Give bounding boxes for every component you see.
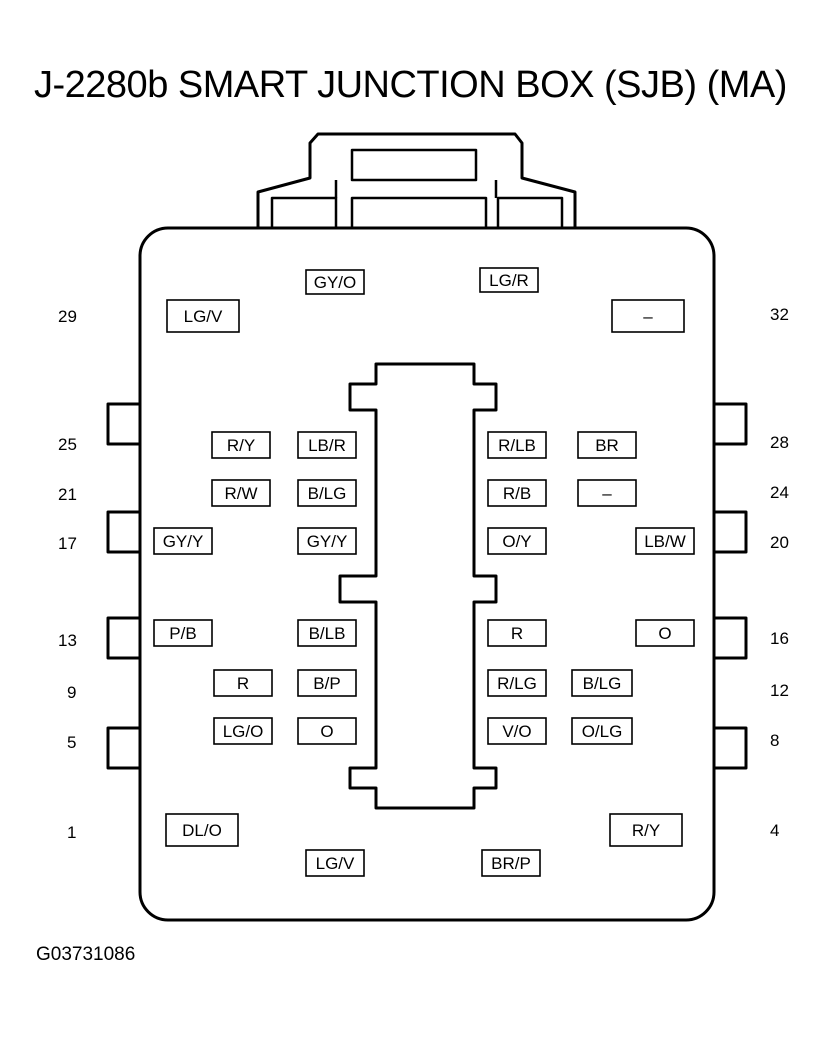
svg-text:BR/P: BR/P bbox=[491, 854, 531, 873]
svg-text:R/LG: R/LG bbox=[497, 674, 537, 693]
wire-label: LG/V bbox=[305, 849, 365, 877]
wire-label: LG/R bbox=[479, 267, 539, 293]
svg-text:GY/Y: GY/Y bbox=[307, 532, 348, 551]
svg-text:LG/V: LG/V bbox=[316, 854, 355, 873]
wire-label: LG/V bbox=[166, 299, 240, 333]
pin-number: 9 bbox=[67, 683, 76, 702]
wire-label: O bbox=[635, 619, 695, 647]
junction-box-body bbox=[138, 226, 716, 922]
svg-text:GY/O: GY/O bbox=[314, 273, 357, 292]
svg-text:O/Y: O/Y bbox=[502, 532, 531, 551]
center-cutout bbox=[338, 362, 498, 810]
svg-text:B/LG: B/LG bbox=[308, 484, 347, 503]
connector-housing bbox=[256, 132, 577, 234]
pin-number: 32 bbox=[770, 305, 789, 324]
pin-number: 28 bbox=[770, 433, 789, 452]
wire-label: P/B bbox=[153, 619, 213, 647]
svg-text:O/LG: O/LG bbox=[582, 722, 623, 741]
wire-label: GY/Y bbox=[297, 527, 357, 555]
svg-text:O: O bbox=[658, 624, 671, 643]
svg-text:LB/W: LB/W bbox=[644, 532, 686, 551]
svg-text:–: – bbox=[643, 307, 653, 326]
svg-text:R/B: R/B bbox=[503, 484, 531, 503]
right-pin-numbers: 32 28 24 20 16 12 8 4 bbox=[770, 305, 789, 840]
wire-label: GY/O bbox=[305, 269, 365, 295]
wire-label: R bbox=[213, 669, 273, 697]
wire-label: O/LG bbox=[571, 717, 633, 745]
svg-text:R: R bbox=[511, 624, 523, 643]
wire-label: DL/O bbox=[165, 813, 239, 847]
svg-text:LG/O: LG/O bbox=[223, 722, 264, 741]
pin-number: 13 bbox=[58, 631, 77, 650]
pin-number: 5 bbox=[67, 733, 76, 752]
pin-number: 20 bbox=[770, 533, 789, 552]
wire-label: O/Y bbox=[487, 527, 547, 555]
wire-label: – bbox=[577, 479, 637, 507]
wire-label: B/LG bbox=[297, 479, 357, 507]
wire-label: R/Y bbox=[211, 431, 271, 459]
svg-text:DL/O: DL/O bbox=[182, 821, 222, 840]
svg-text:R/Y: R/Y bbox=[227, 436, 255, 455]
wire-label: LB/W bbox=[635, 527, 695, 555]
svg-text:B/P: B/P bbox=[313, 674, 340, 693]
pin-number: 1 bbox=[67, 823, 76, 842]
svg-text:BR: BR bbox=[595, 436, 619, 455]
wire-label: R/Y bbox=[609, 813, 683, 847]
figure-id: G03731086 bbox=[36, 944, 136, 965]
pin-number: 25 bbox=[58, 435, 77, 454]
svg-text:P/B: P/B bbox=[169, 624, 196, 643]
svg-text:V/O: V/O bbox=[502, 722, 531, 741]
svg-text:LG/R: LG/R bbox=[489, 271, 529, 290]
wire-label: LB/R bbox=[297, 431, 357, 459]
pin-number: 21 bbox=[58, 485, 77, 504]
svg-text:R/Y: R/Y bbox=[632, 821, 660, 840]
wire-label: R/B bbox=[487, 479, 547, 507]
wire-label: – bbox=[611, 299, 685, 333]
wire-labels: GY/O LG/R LG/V – R/Y LB/R R/LB BR R/W B/… bbox=[153, 267, 695, 877]
wire-label: BR bbox=[577, 431, 637, 459]
wire-label: O bbox=[297, 717, 357, 745]
pin-number: 4 bbox=[770, 821, 779, 840]
svg-text:–: – bbox=[602, 484, 612, 503]
svg-text:GY/Y: GY/Y bbox=[163, 532, 204, 551]
wire-label: B/P bbox=[297, 669, 357, 697]
wire-label: R/W bbox=[211, 479, 271, 507]
svg-text:R: R bbox=[237, 674, 249, 693]
wire-label: R/LG bbox=[487, 669, 547, 697]
wire-label: R bbox=[487, 619, 547, 647]
pin-number: 17 bbox=[58, 534, 77, 553]
svg-text:LB/R: LB/R bbox=[308, 436, 346, 455]
wire-label: BR/P bbox=[481, 849, 541, 877]
left-pin-numbers: 29 25 21 17 13 9 5 1 bbox=[58, 307, 77, 842]
wire-label: R/LB bbox=[487, 431, 547, 459]
svg-text:B/LG: B/LG bbox=[583, 674, 622, 693]
diagram-title: J-2280b SMART JUNCTION BOX (SJB) (MA) bbox=[34, 64, 787, 106]
svg-text:O: O bbox=[320, 722, 333, 741]
pin-number: 24 bbox=[770, 483, 789, 502]
pin-number: 12 bbox=[770, 681, 789, 700]
pin-number: 8 bbox=[770, 731, 779, 750]
wire-label: B/LG bbox=[571, 669, 633, 697]
svg-text:R/LB: R/LB bbox=[498, 436, 536, 455]
pin-number: 16 bbox=[770, 629, 789, 648]
svg-text:B/LB: B/LB bbox=[309, 624, 346, 643]
svg-text:R/W: R/W bbox=[224, 484, 257, 503]
wire-label: LG/O bbox=[213, 717, 273, 745]
pin-number: 29 bbox=[58, 307, 77, 326]
wire-label: GY/Y bbox=[153, 527, 213, 555]
wire-label: V/O bbox=[487, 717, 547, 745]
wire-label: B/LB bbox=[297, 619, 357, 647]
svg-text:LG/V: LG/V bbox=[184, 307, 223, 326]
